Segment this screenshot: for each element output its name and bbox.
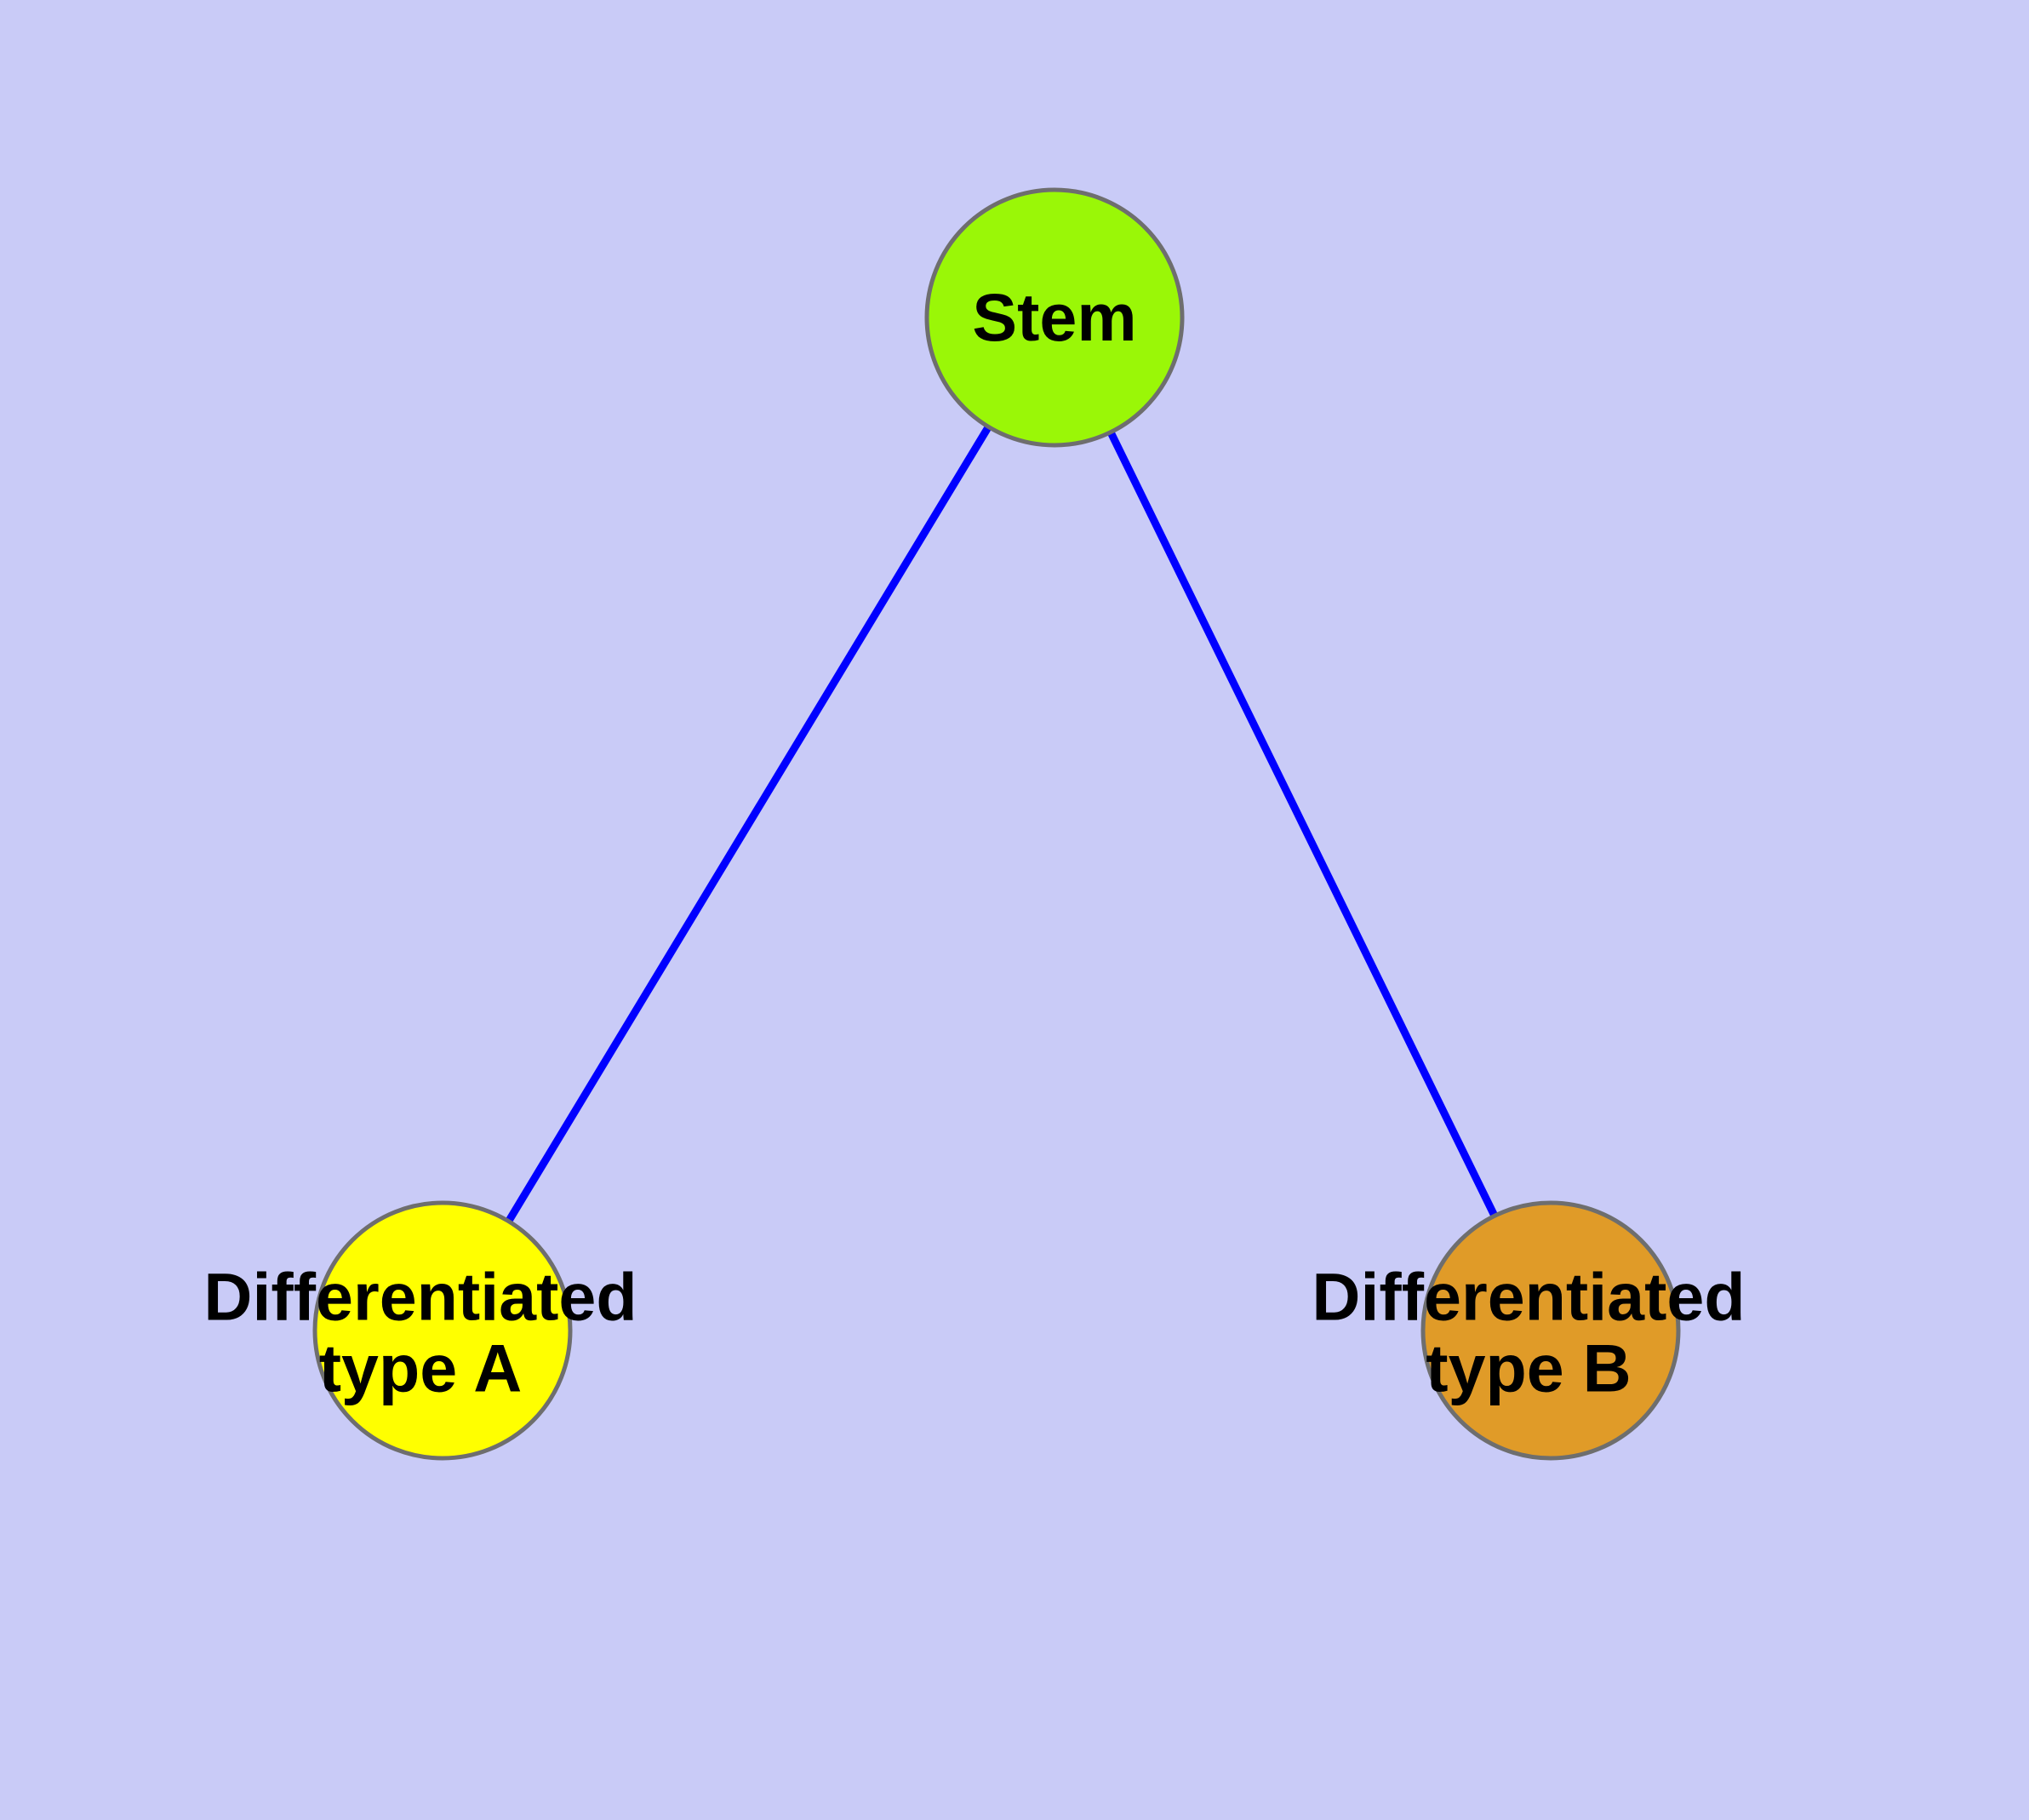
node-layer [312, 187, 1681, 1461]
graph-edge-stem-diff_a[interactable] [506, 426, 992, 1222]
edge-layer [506, 426, 1498, 1222]
graph-node-diff_b[interactable] [1420, 1200, 1681, 1461]
graph-edge-stem-diff_b[interactable] [1107, 432, 1498, 1216]
graph-node-diff_a[interactable] [312, 1200, 573, 1461]
graph-node-stem[interactable] [924, 187, 1185, 448]
